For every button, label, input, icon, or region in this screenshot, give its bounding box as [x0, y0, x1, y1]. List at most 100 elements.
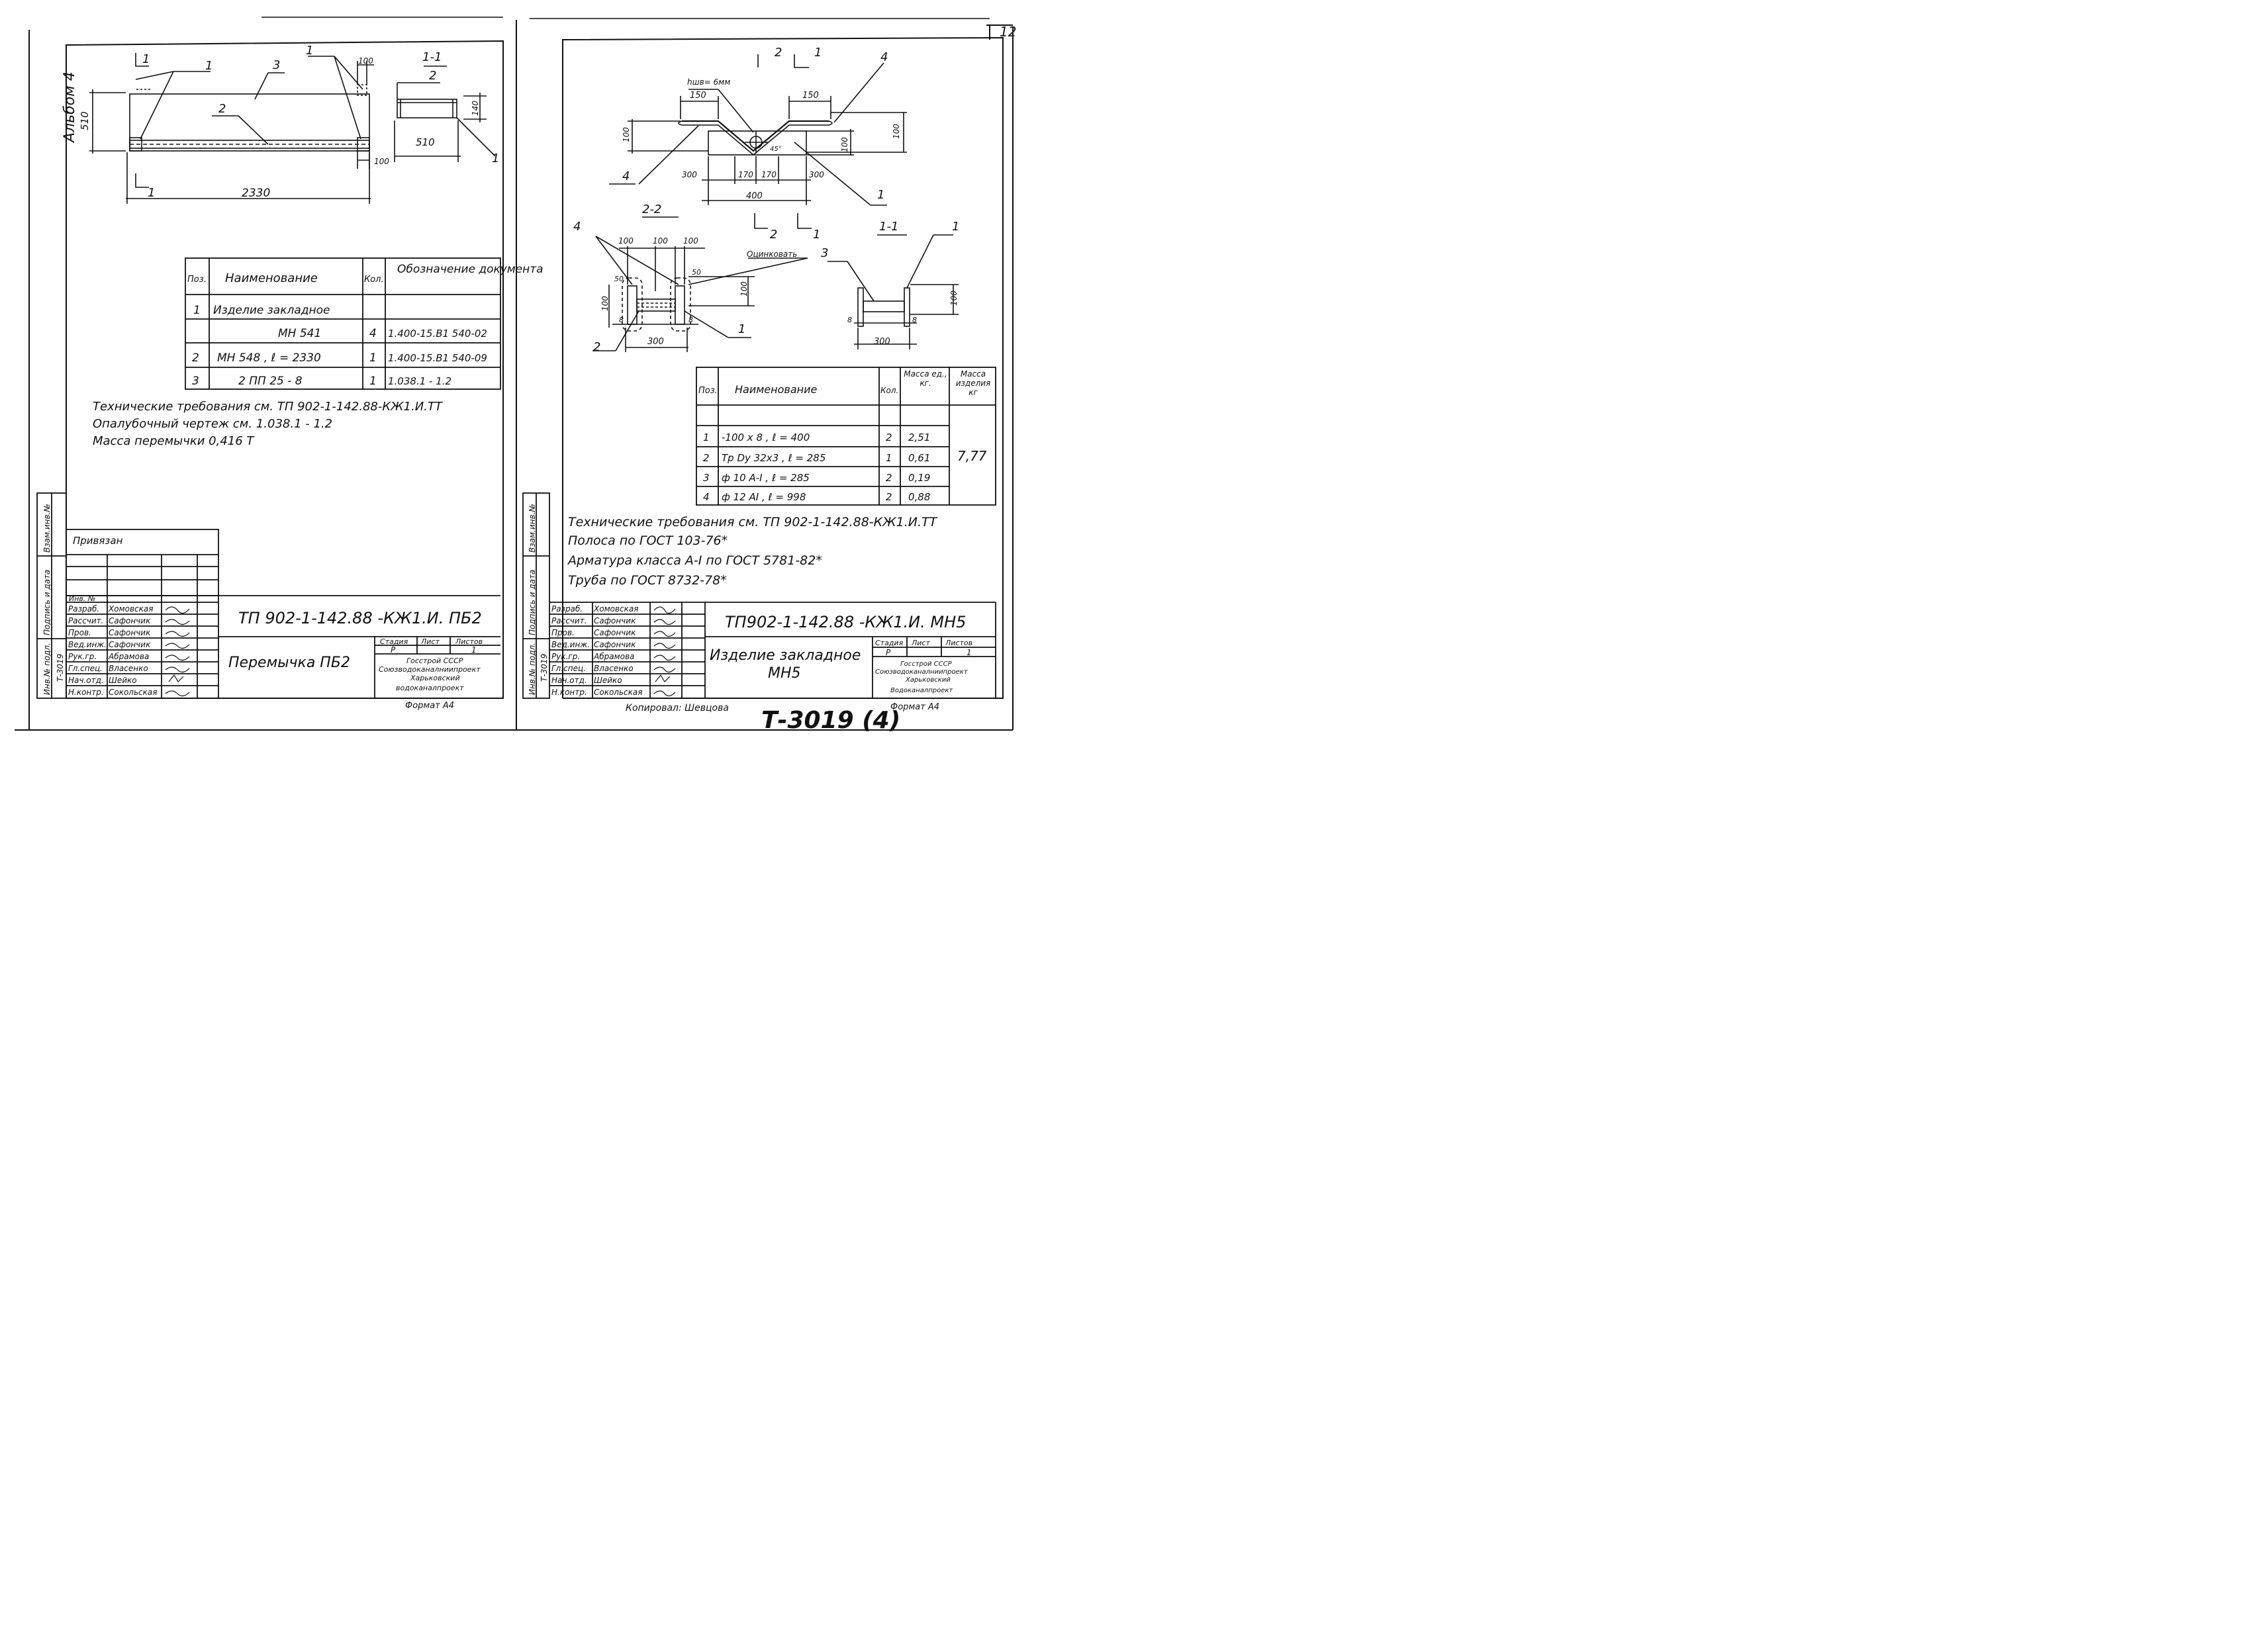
- left-spec-table: [185, 257, 501, 390]
- right-doc-title-2: МН5: [768, 665, 801, 682]
- table-cell: МН 541: [278, 327, 321, 340]
- dim-50-b: 50: [692, 268, 701, 277]
- table-cell: 4: [369, 327, 377, 340]
- left-doc-code: ТП 902-1-142.88 -КЖ1.И. ПБ2: [238, 609, 482, 627]
- dim-50-a: 50: [614, 275, 624, 283]
- left-stage-value: Р: [391, 645, 396, 655]
- right-sheets-header: Листов: [945, 639, 972, 647]
- right-spec-header-mass-total-wrap: Масса изделия кг: [955, 369, 991, 397]
- left-side-label-vzam: Взам.инв.№: [42, 504, 52, 553]
- dim-510-section: 510: [416, 136, 435, 148]
- table-cell: 3: [192, 375, 199, 388]
- table-cell: 0,19: [908, 472, 930, 484]
- dim-100-plate: 100: [840, 137, 849, 152]
- staff-name: Власенко: [594, 664, 634, 673]
- section-mark-1-bottom: 1: [813, 228, 820, 242]
- table-cell: Изделие закладное: [213, 304, 330, 317]
- staff-name: Абрамова: [108, 652, 149, 661]
- left-pos-3: 3: [273, 58, 280, 72]
- left-spec-header-pos: Поз.: [187, 275, 207, 285]
- dim-100-e: 100: [653, 236, 668, 246]
- left-section-drawing: [394, 66, 496, 162]
- right-side-strip: [522, 492, 550, 699]
- table-cell: 1: [193, 304, 201, 317]
- left-section-mark-bottom: 1: [148, 186, 155, 200]
- left-side-label-inv: Инв.№ подл.: [42, 643, 52, 695]
- left-inv-no: Инв. №: [69, 594, 95, 603]
- right-section-1-1-title: 1-1: [879, 220, 898, 234]
- right-spec-header-mass-total: Масса изделия кг: [955, 369, 991, 397]
- right-staff-list: Разраб. Хомовская Рассчит. Сафончик Пров…: [551, 604, 642, 697]
- section-pos-4: 4: [573, 220, 581, 234]
- right-note-4: Труба по ГОСТ 8732-78*: [568, 573, 727, 588]
- left-side-label-code: Т-3019: [56, 654, 65, 682]
- table-cell: 2: [886, 432, 892, 443]
- page-number: 12: [1000, 24, 1016, 40]
- left-signatures: [165, 606, 190, 697]
- dim-300-right: 300: [809, 170, 824, 179]
- dim-150-right: 150: [802, 91, 819, 101]
- staff-role: Рассчит.: [68, 616, 103, 625]
- staff-name: Шейко: [594, 676, 622, 685]
- staff-role: Нач.отд.: [68, 676, 104, 685]
- left-title-block: [66, 529, 500, 698]
- drawing-sheet: 12 Альбом 4: [15, 17, 1016, 734]
- weld-size-label: hшв= 6мм: [687, 77, 730, 87]
- dim-100-top: 100: [358, 56, 373, 66]
- right-spec-rows: 1 -100 x 8 , ℓ = 400 2 2,51 2 Тр Dy 32x3…: [703, 432, 930, 503]
- left-note-2: Опалубочный чертеж см. 1.038.1 - 1.2: [93, 417, 332, 431]
- left-spec-header-name: Наименование: [225, 271, 318, 285]
- staff-role: Разраб.: [68, 604, 99, 614]
- table-cell: 2: [886, 472, 892, 484]
- dim-100-h: 100: [739, 281, 749, 296]
- right-section-pos-1: 1: [952, 220, 959, 234]
- left-spec-header-qty: Кол.: [364, 275, 384, 285]
- left-section-title: 1-1: [422, 50, 442, 64]
- section-mark-2-top: 2: [775, 46, 782, 60]
- staff-name: Хомовская: [593, 604, 638, 614]
- table-cell: ф 12 АI , ℓ = 998: [722, 491, 806, 503]
- org-line: водоканалпроект: [396, 684, 464, 692]
- dim-100-right: 100: [892, 124, 901, 139]
- right-pos-4b: 4: [880, 50, 888, 64]
- right-sheet-frame: [562, 36, 1004, 699]
- staff-name: Сафончик: [109, 616, 151, 625]
- dim-100-f: 100: [683, 236, 698, 246]
- table-cell: 2: [192, 351, 199, 365]
- dim-150-left: 150: [690, 91, 706, 101]
- dim-400: 400: [746, 191, 763, 201]
- staff-name: Сафончик: [594, 616, 636, 625]
- org-line: Водоканалпроект: [890, 687, 953, 694]
- section-mark-2-bottom: 2: [770, 228, 777, 242]
- right-sheet-header: Лист: [911, 639, 930, 647]
- right-pos-1a: 1: [877, 188, 884, 202]
- table-cell: 1: [369, 375, 377, 388]
- staff-role: Вед.инж.: [551, 640, 590, 649]
- right-spec-header-qty: Кол.: [880, 386, 898, 395]
- angle-45: 45°: [770, 146, 782, 153]
- dim-100-d: 100: [618, 236, 634, 246]
- right-section-pos-3: 3: [821, 246, 828, 260]
- right-side-label-podpis: Подпись и дата: [528, 570, 537, 635]
- table-cell: 1.400-15.В1 540-09: [388, 352, 487, 364]
- right-spec-header-mass-unit: Масса ед., кг.: [904, 369, 947, 388]
- zinc-coat-note: Оцинковать: [747, 250, 797, 259]
- dim-2330: 2330: [242, 187, 270, 200]
- right-title-block: [549, 602, 996, 698]
- left-privyazan: Привязан: [73, 535, 123, 547]
- right-spec-total-mass: 7,77: [957, 448, 987, 464]
- table-cell: 1: [886, 452, 892, 464]
- table-cell: 1.400-15.В1 540-02: [388, 328, 487, 340]
- right-note-2: Полоса по ГОСТ 103-76*: [568, 533, 728, 548]
- dim-300-d: 300: [874, 337, 890, 347]
- dim-8-d: 8: [912, 316, 917, 324]
- staff-role: Гл.спец.: [68, 664, 103, 673]
- section-1-1-drawing: [827, 234, 959, 349]
- left-beam-drawing: [89, 53, 374, 204]
- right-side-label-vzam: Взам.инв.№: [528, 504, 537, 553]
- dim-510: 510: [79, 111, 91, 130]
- table-cell: 1: [703, 432, 710, 443]
- left-spec-header-doc: Обозначение документа: [397, 263, 543, 276]
- staff-role: Пров.: [551, 628, 575, 637]
- right-note-1: Технические требования см. ТП 902-1-142.…: [568, 515, 938, 529]
